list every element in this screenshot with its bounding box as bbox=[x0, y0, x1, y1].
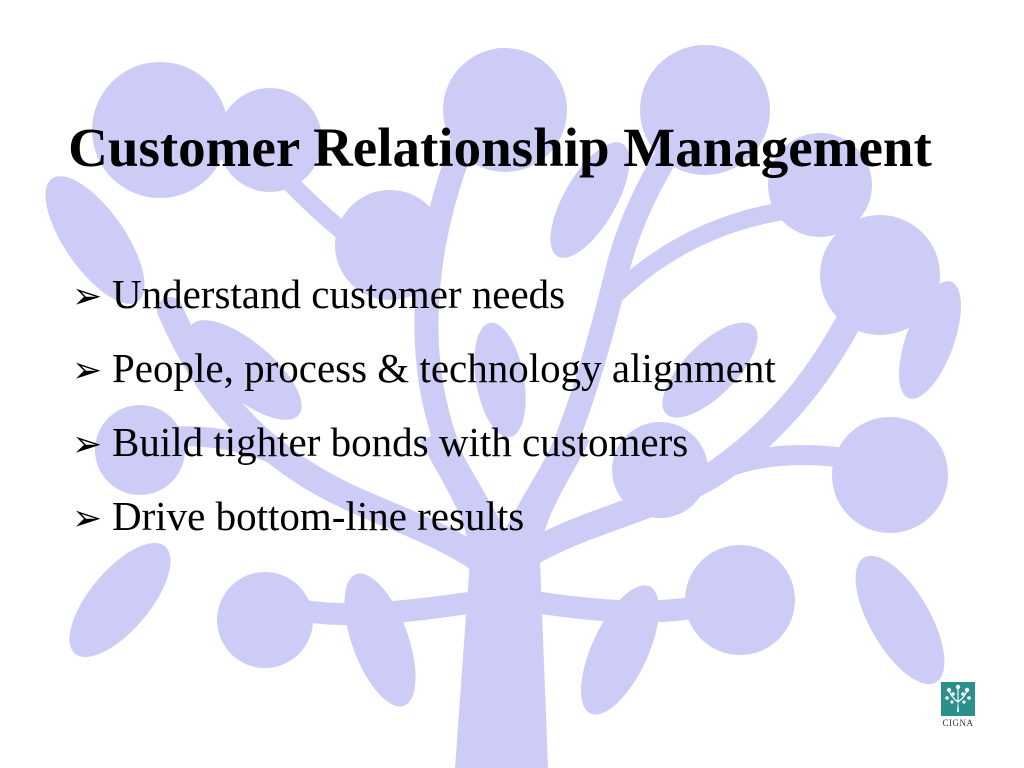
cigna-logo: CIGNA bbox=[938, 682, 978, 730]
bullet-item: ➢ Build tighter bonds with customers bbox=[72, 418, 776, 492]
arrow-bullet-icon: ➢ bbox=[72, 276, 103, 317]
logo-wordmark: CIGNA bbox=[942, 718, 974, 728]
arrow-bullet-icon: ➢ bbox=[72, 424, 103, 465]
arrow-bullet-icon: ➢ bbox=[72, 498, 103, 539]
bullet-list: ➢ Understand customer needs ➢ People, pr… bbox=[72, 270, 776, 566]
bullet-text: People, process & technology alignment bbox=[112, 345, 776, 391]
bullet-item: ➢ People, process & technology alignment bbox=[72, 344, 776, 418]
bullet-text: Drive bottom-line results bbox=[112, 493, 525, 539]
slide-title: Customer Relationship Management bbox=[68, 117, 932, 178]
bullet-item: ➢ Drive bottom-line results bbox=[72, 492, 776, 566]
bullet-text: Build tighter bonds with customers bbox=[112, 419, 689, 465]
tree-logo-icon bbox=[941, 682, 975, 716]
arrow-bullet-icon: ➢ bbox=[72, 350, 103, 391]
bullet-item: ➢ Understand customer needs bbox=[72, 270, 776, 344]
bullet-text: Understand customer needs bbox=[112, 271, 566, 317]
